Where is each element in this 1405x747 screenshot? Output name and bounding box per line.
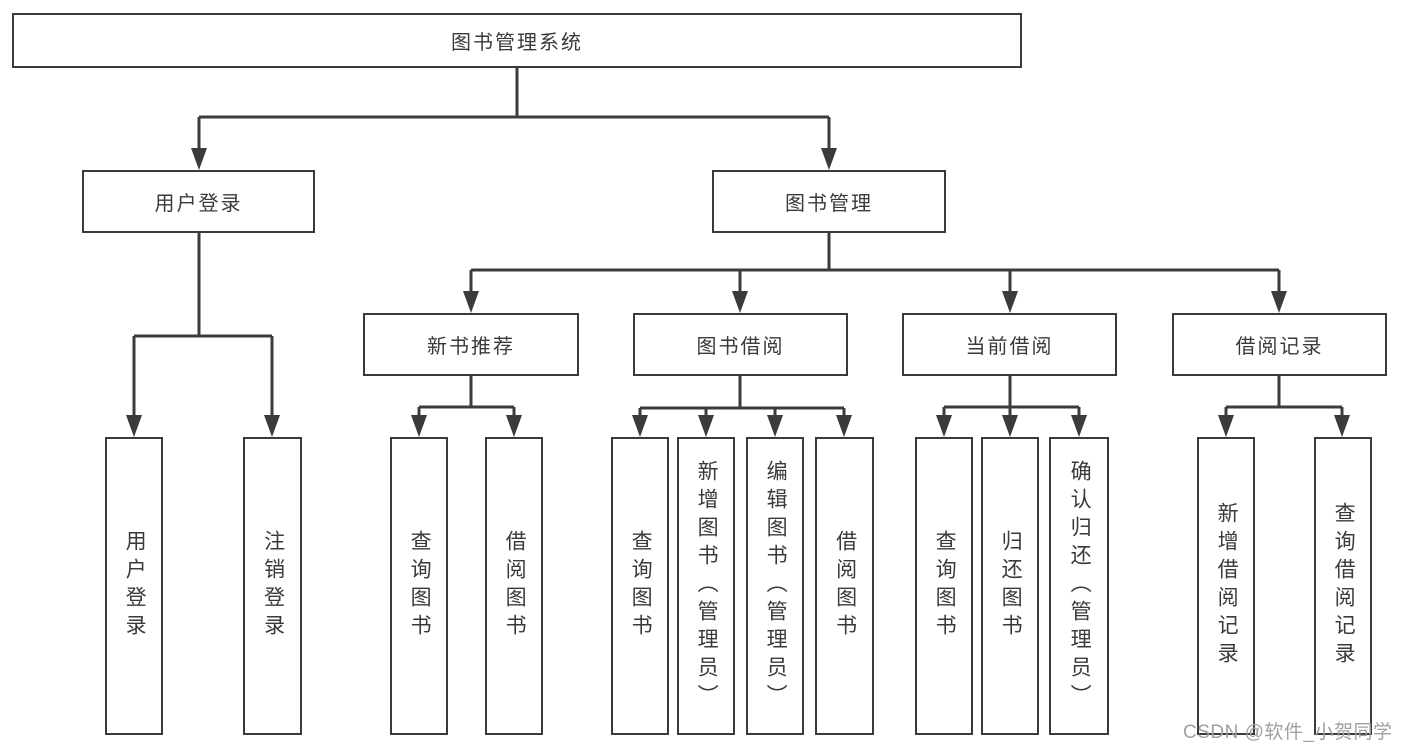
leaf-borrow-borrow: 借阅图书 xyxy=(815,437,874,735)
node-root-label: 图书管理系统 xyxy=(451,32,583,54)
node-book-borrow: 图书借阅 xyxy=(633,313,848,376)
leaf-current-confirm-return-label: 确认归还（管理员） xyxy=(1068,460,1092,712)
node-book-management: 图书管理 xyxy=(712,170,946,233)
arrowhead-icons xyxy=(126,148,1350,437)
leaf-current-query: 查询图书 xyxy=(915,437,973,735)
node-user-login-label: 用户登录 xyxy=(154,193,243,215)
leaf-logout: 注销登录 xyxy=(243,437,302,735)
node-borrow-records-label: 借阅记录 xyxy=(1235,336,1324,358)
node-current-borrow: 当前借阅 xyxy=(902,313,1117,376)
leaf-records-add: 新增借阅记录 xyxy=(1197,437,1255,735)
node-book-management-label: 图书管理 xyxy=(785,193,873,215)
leaf-newbook-borrow: 借阅图书 xyxy=(485,437,543,735)
leaf-borrow-add-label: 新增图书（管理员） xyxy=(695,460,719,712)
leaf-borrow-query-label: 查询图书 xyxy=(629,530,653,642)
node-user-login: 用户登录 xyxy=(82,170,315,233)
leaf-borrow-edit-label: 编辑图书（管理员） xyxy=(764,460,788,712)
tree-lines xyxy=(132,68,1344,417)
leaf-newbook-borrow-label: 借阅图书 xyxy=(503,530,527,642)
leaf-borrow-edit: 编辑图书（管理员） xyxy=(746,437,804,735)
node-root: 图书管理系统 xyxy=(12,13,1022,68)
leaf-current-return: 归还图书 xyxy=(981,437,1039,735)
leaf-borrow-query: 查询图书 xyxy=(611,437,669,735)
leaf-current-confirm-return: 确认归还（管理员） xyxy=(1049,437,1109,735)
leaf-records-add-label: 新增借阅记录 xyxy=(1215,502,1239,670)
leaf-newbook-query-label: 查询图书 xyxy=(408,530,432,642)
node-current-borrow-label: 当前借阅 xyxy=(965,336,1054,358)
leaf-logout-label: 注销登录 xyxy=(261,530,285,642)
csdn-watermark: CSDN @软件_小贺同学 xyxy=(1183,722,1393,743)
leaf-user-login-label: 用户登录 xyxy=(123,530,147,642)
node-new-book-recommend-label: 新书推荐 xyxy=(427,336,515,358)
leaf-borrow-add: 新增图书（管理员） xyxy=(677,437,735,735)
leaf-records-query-label: 查询借阅记录 xyxy=(1332,502,1356,670)
node-borrow-records: 借阅记录 xyxy=(1172,313,1387,376)
leaf-user-login: 用户登录 xyxy=(105,437,163,735)
leaf-newbook-query: 查询图书 xyxy=(390,437,448,735)
leaf-current-return-label: 归还图书 xyxy=(999,530,1023,642)
leaf-current-query-label: 查询图书 xyxy=(933,530,957,642)
node-new-book-recommend: 新书推荐 xyxy=(363,313,579,376)
leaf-borrow-borrow-label: 借阅图书 xyxy=(833,530,857,642)
node-book-borrow-label: 图书借阅 xyxy=(696,336,785,358)
leaf-records-query: 查询借阅记录 xyxy=(1314,437,1372,735)
